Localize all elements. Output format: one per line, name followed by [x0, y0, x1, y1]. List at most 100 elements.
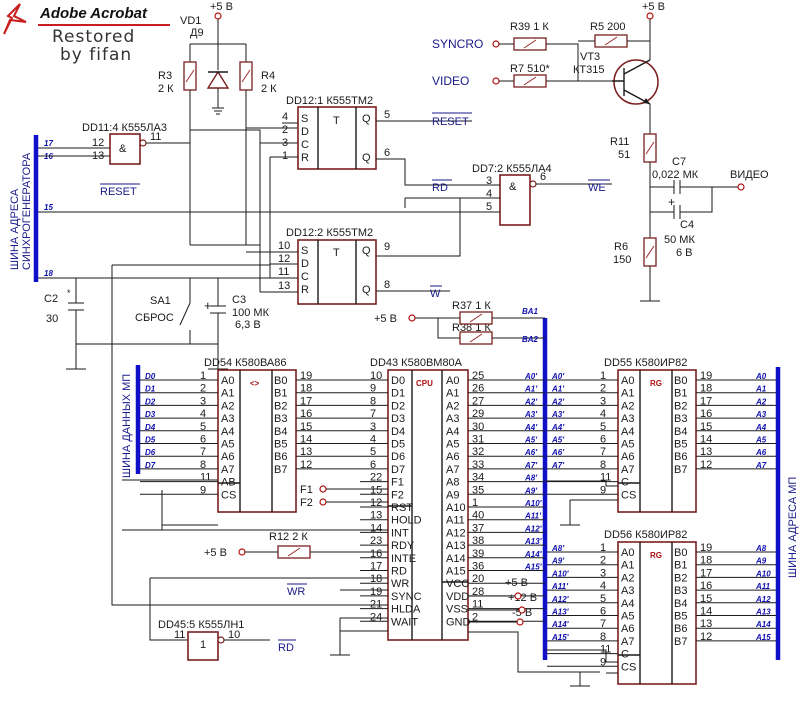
- dd55-pin-6: 6: [600, 434, 606, 446]
- dd54-pin-11: 11: [200, 472, 211, 484]
- dd54-label-r-b1: B1: [274, 388, 287, 400]
- dd54-pin-r-19: 19: [300, 370, 312, 382]
- dd54-pin-5: 5: [200, 421, 206, 433]
- dd43-pin-10: 10: [370, 370, 382, 382]
- c2-ref: C2: [44, 293, 58, 305]
- signal-w: W: [430, 288, 441, 300]
- dd43-pin-6: 6: [370, 459, 376, 471]
- bus-ba1: BA1: [522, 307, 539, 316]
- dd54-pins: A01D0A12D1A23D2A34D3A45D4A56D5A67D6A78D7…: [140, 370, 360, 501]
- signal-wr: WR: [287, 586, 305, 598]
- dd56-label-r-b3: B3: [674, 585, 687, 597]
- dd43-pin-4: 4: [370, 434, 376, 446]
- r4-val: 2 К: [261, 83, 277, 95]
- dd7-out6: 6: [540, 171, 546, 183]
- dd43-bus-r-A9': A9': [524, 486, 538, 495]
- dd43-symbol: CPU: [416, 379, 433, 388]
- dd11-out11: 11: [150, 131, 161, 143]
- dd43-bus-r-A8': A8': [524, 474, 538, 483]
- power-cpu-plus12: +12 В: [508, 592, 537, 604]
- dd54-pin-1: 1: [200, 370, 206, 382]
- bus-label-sync-addr-1: ШИНА АДРЕСА: [9, 188, 21, 270]
- dd56-label-c: C: [621, 649, 629, 661]
- dd43-label-r-a3: A3: [446, 413, 459, 425]
- dd55-bus-A3': A3': [551, 410, 565, 419]
- dd43-bus-r-A13': A13': [524, 537, 543, 546]
- dd43-bus-r-A4': A4': [524, 423, 538, 432]
- dd54-label-cs: CS: [221, 489, 236, 501]
- dd43-label-hold: HOLD: [391, 515, 422, 527]
- dd43-label-r-a0: A0: [446, 375, 459, 387]
- dd43-pin-23: 23: [370, 535, 382, 547]
- dd55-pin-11: 11: [600, 472, 611, 484]
- dd43-label-d2: D2: [391, 400, 405, 412]
- dd43-pin-13: 13: [370, 510, 382, 522]
- bus-label-mp-addr: ШИНА АДРЕСА МП: [787, 477, 799, 578]
- dd56-pin-r-16: 16: [700, 580, 712, 592]
- dd7-in5: 5: [486, 201, 492, 213]
- dd56-bus-A9': A9': [551, 557, 565, 566]
- dd43-bus-r-A12': A12': [524, 524, 543, 533]
- sync-pin-15: 15: [44, 203, 53, 212]
- dd43-pin-r-28: 28: [472, 586, 484, 598]
- dd7-symbol: &: [509, 181, 517, 193]
- dd54-pin-r-16: 16: [300, 408, 312, 420]
- dd43-label-rd: RD: [391, 566, 407, 578]
- dd54-pin-r-15: 15: [300, 421, 312, 433]
- dd12a-p6: 6: [384, 147, 390, 159]
- dd55-label-r-b7: B7: [674, 464, 687, 476]
- bus-ba2: BA2: [522, 335, 539, 344]
- dd55-bus-r-A4: A4: [755, 423, 767, 432]
- dd56-pin-2: 2: [600, 555, 606, 567]
- dd56-bus-A11': A11': [551, 582, 569, 591]
- dd12b-Q: Q: [362, 245, 371, 257]
- dd43-label-d0: D0: [391, 375, 405, 387]
- dd54-bus-D7: D7: [145, 461, 156, 470]
- dd55-bus-r-A2: A2: [755, 397, 767, 406]
- dd43-label-r-a12: A12: [446, 527, 466, 539]
- dd43-label-d6: D6: [391, 451, 405, 463]
- dd43-pin-3: 3: [370, 421, 376, 433]
- logo-line1: Restored: [52, 27, 135, 47]
- dd43-label-d7: D7: [391, 464, 405, 476]
- dd43-label-r-a13: A13: [446, 540, 466, 552]
- dd55-label-c: C: [621, 477, 629, 489]
- dd11-symbol: &: [119, 143, 127, 155]
- dd43-pin-22: 22: [370, 472, 382, 484]
- dd43-pin-17: 17: [370, 561, 382, 573]
- dd43-label-r-vdd: VDD: [446, 591, 469, 603]
- dd55-pin-7: 7: [600, 446, 606, 458]
- dd56-bus-r-A11: A11: [755, 582, 771, 591]
- dd12a-Qn: Q: [362, 152, 371, 164]
- dd55-label-r-b5: B5: [674, 439, 687, 451]
- dd43-pin-18: 18: [370, 573, 382, 585]
- dd54-label-a7: A7: [221, 464, 234, 476]
- dd43-bus-r-A0': A0': [524, 372, 538, 381]
- dd56-label-r-b7: B7: [674, 636, 687, 648]
- dd12b-p9: 9: [384, 241, 390, 253]
- dd43-bus-r-A3': A3': [524, 410, 538, 419]
- dd43-pin-15: 15: [370, 484, 382, 496]
- dd43-label-r-a9: A9: [446, 489, 459, 501]
- dd56-pins: A01A8'A12A9'A23A10'A34A11'A45A12'A56A13'…: [547, 542, 776, 673]
- dd43-pin-r-32: 32: [472, 446, 484, 458]
- dd12b-D: D: [301, 258, 309, 270]
- dd43-pin-r-29: 29: [472, 408, 484, 420]
- dd55-label-a0: A0: [621, 375, 634, 387]
- c3-plus: +: [204, 298, 212, 313]
- dd54-bus-D0: D0: [145, 372, 156, 381]
- dd43-label-r-a11: A11: [446, 515, 465, 527]
- dd56-pin-9: 9: [600, 656, 606, 668]
- vt3-type: КТ315: [573, 64, 604, 76]
- dd43-pin-12: 12: [370, 497, 382, 509]
- dd43-bus-r-A5': A5': [524, 436, 538, 445]
- dd43-label-wait: WAIT: [391, 616, 418, 628]
- dd43-pin-8: 8: [370, 395, 376, 407]
- dd43-pin-9: 9: [370, 383, 376, 395]
- dd43-pin-r-34: 34: [472, 472, 484, 484]
- dd7-in3: 3: [486, 175, 492, 187]
- sync-pin-18: 18: [44, 269, 53, 278]
- dd12a-p2: 2: [282, 124, 288, 136]
- dd43-pin-14: 14: [370, 522, 382, 534]
- vt3-transistor: [613, 59, 659, 105]
